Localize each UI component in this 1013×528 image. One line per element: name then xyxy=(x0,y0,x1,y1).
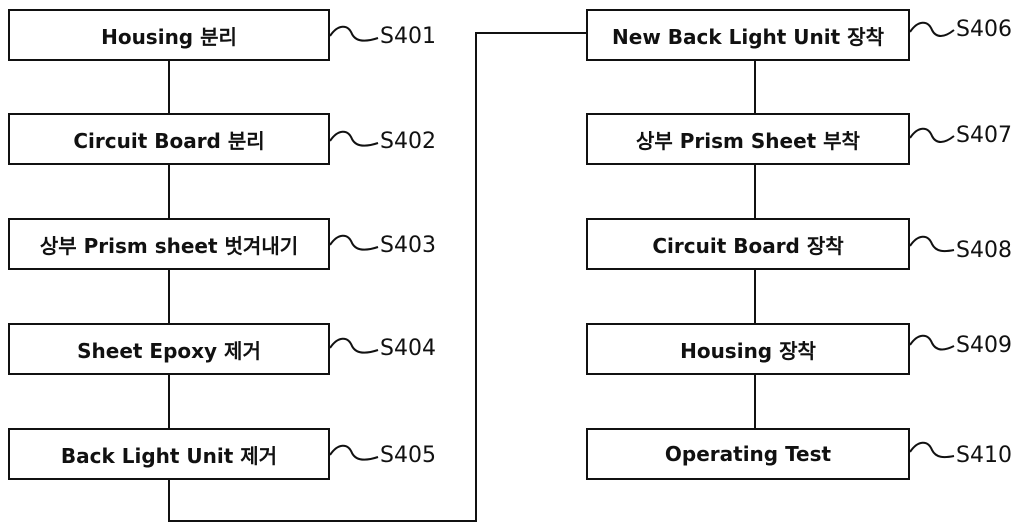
step-label-s402: Circuit Board 분리 xyxy=(73,125,264,154)
step-code-s406: S406 xyxy=(956,19,1012,41)
step-code-s403: S403 xyxy=(380,235,436,257)
step-box-s403: 상부 Prism sheet 벗겨내기 xyxy=(8,218,330,270)
step-label-s404: Sheet Epoxy 제거 xyxy=(77,335,261,364)
leader-s402 xyxy=(330,132,378,146)
step-label-s410: Operating Test xyxy=(665,442,831,466)
leader-s407 xyxy=(910,129,954,142)
step-code-s401: S401 xyxy=(380,26,436,48)
step-code-s408: S408 xyxy=(956,240,1012,262)
leader-s406 xyxy=(910,23,954,36)
step-box-s408: Circuit Board 장착 xyxy=(586,218,910,270)
step-box-s402: Circuit Board 분리 xyxy=(8,113,330,165)
leader-s410 xyxy=(910,443,954,457)
step-box-s407: 상부 Prism Sheet 부착 xyxy=(586,113,910,165)
step-code-s407: S407 xyxy=(956,125,1012,147)
leader-s404 xyxy=(330,339,378,353)
step-label-s403: 상부 Prism sheet 벗겨내기 xyxy=(40,230,298,259)
step-code-s402: S402 xyxy=(380,131,436,153)
leader-s401 xyxy=(330,27,378,41)
step-code-s405: S405 xyxy=(380,445,436,467)
step-code-s410: S410 xyxy=(956,445,1012,467)
leader-s408 xyxy=(910,237,954,251)
step-box-s404: Sheet Epoxy 제거 xyxy=(8,323,330,375)
step-box-s405: Back Light Unit 제거 xyxy=(8,428,330,480)
step-label-s407: 상부 Prism Sheet 부착 xyxy=(636,125,860,154)
step-box-s410: Operating Test xyxy=(586,428,910,480)
step-box-s409: Housing 장착 xyxy=(586,323,910,375)
step-label-s406: New Back Light Unit 장착 xyxy=(612,21,884,50)
step-code-s409: S409 xyxy=(956,335,1012,357)
step-box-s406: New Back Light Unit 장착 xyxy=(586,9,910,61)
step-label-s409: Housing 장착 xyxy=(680,335,816,364)
leader-s405 xyxy=(330,446,378,460)
step-code-s404: S404 xyxy=(380,338,436,360)
step-label-s401: Housing 분리 xyxy=(101,21,237,50)
step-label-s405: Back Light Unit 제거 xyxy=(61,440,277,469)
step-label-s408: Circuit Board 장착 xyxy=(652,230,843,259)
step-box-s401: Housing 분리 xyxy=(8,9,330,61)
leader-s409 xyxy=(910,336,954,350)
leader-s403 xyxy=(330,236,378,250)
